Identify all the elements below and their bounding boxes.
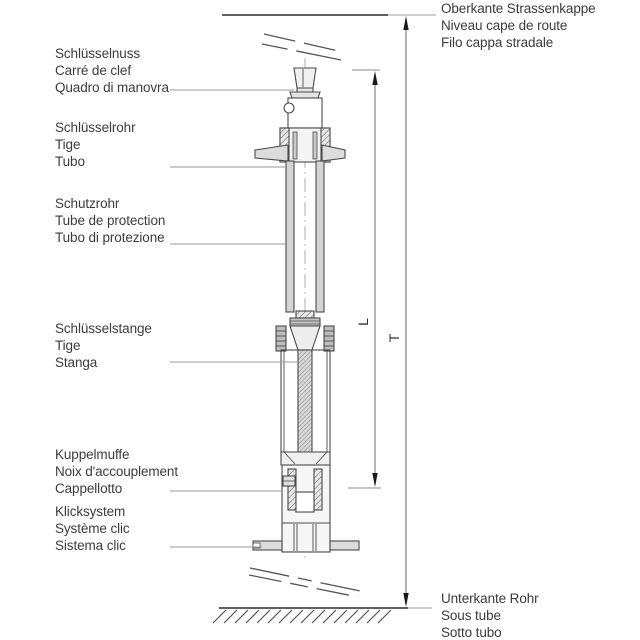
ground-hatch [212,609,392,624]
label-line: Quadro di manovra [55,80,169,95]
label-line: Tubo di protezione [55,230,165,245]
label-line: Carré de clef [55,63,131,78]
label-key-nut: Schlüsselnuss Carré de clef Quadro di ma… [55,45,169,96]
dimension-L: L [348,69,381,489]
label-coupling-sleeve: Kuppelmuffe Noix d'accouplement Cappello… [55,446,178,497]
spindle-head [283,97,323,129]
label-street-cap-level: Oberkante Strassenkappe Niveau cape de r… [441,0,596,51]
label-key-tube: Schlüsselrohr Tige Tubo [55,119,136,170]
label-line: Tubo [55,154,85,169]
pin-icon [283,102,295,114]
support-wings [254,144,346,162]
key-nut [289,67,321,99]
label-line: Cappellotto [55,481,123,496]
label-line: Sous tube [441,608,501,623]
telescopic-joint [275,310,335,352]
label-line: Kuppelmuffe [55,447,130,462]
label-pipe-bottom-level: Unterkante Rohr Sous tube Sotto tubo [441,590,539,640]
label-line: Système clic [55,521,130,536]
label-line: Schutzrohr [55,196,120,211]
pipe-bottom-ground-line [212,607,432,624]
label-line: Schlüsselnuss [55,46,140,61]
coupling-sleeve [280,451,331,553]
label-key-rod: Schlüsselstange Tige Stanga [55,320,152,371]
leader-lines [170,89,298,548]
label-click-system: Klicksystem Système clic Sistema clic [55,503,130,554]
dimension-L-label: L [355,318,371,326]
label-line: Niveau cape de route [441,18,568,33]
dimension-T: T [386,16,409,607]
label-line: Sistema clic [55,538,126,553]
label-line: Klicksystem [55,504,126,519]
label-line: Schlüsselstange [55,321,152,336]
label-line: Noix d'accouplement [55,464,178,479]
dimension-T-label: T [386,333,402,342]
label-line: Tige [55,137,81,152]
label-line: Tige [55,338,81,353]
label-line: Oberkante Strassenkappe [441,1,596,16]
label-line: Sotto tubo [441,625,502,640]
label-protection-tube: Schutzrohr Tube de protection Tubo di pr… [55,195,165,246]
click-system [252,522,360,553]
protection-tube [285,160,325,313]
label-line: Tube de protection [55,213,166,228]
label-line: Stanga [55,355,98,370]
label-line: Unterkante Rohr [441,591,539,606]
label-line: Schlüsselrohr [55,120,136,135]
label-line: Filo cappa stradale [441,35,554,50]
break-lines-bottom [248,567,361,598]
break-lines-top [261,33,344,61]
